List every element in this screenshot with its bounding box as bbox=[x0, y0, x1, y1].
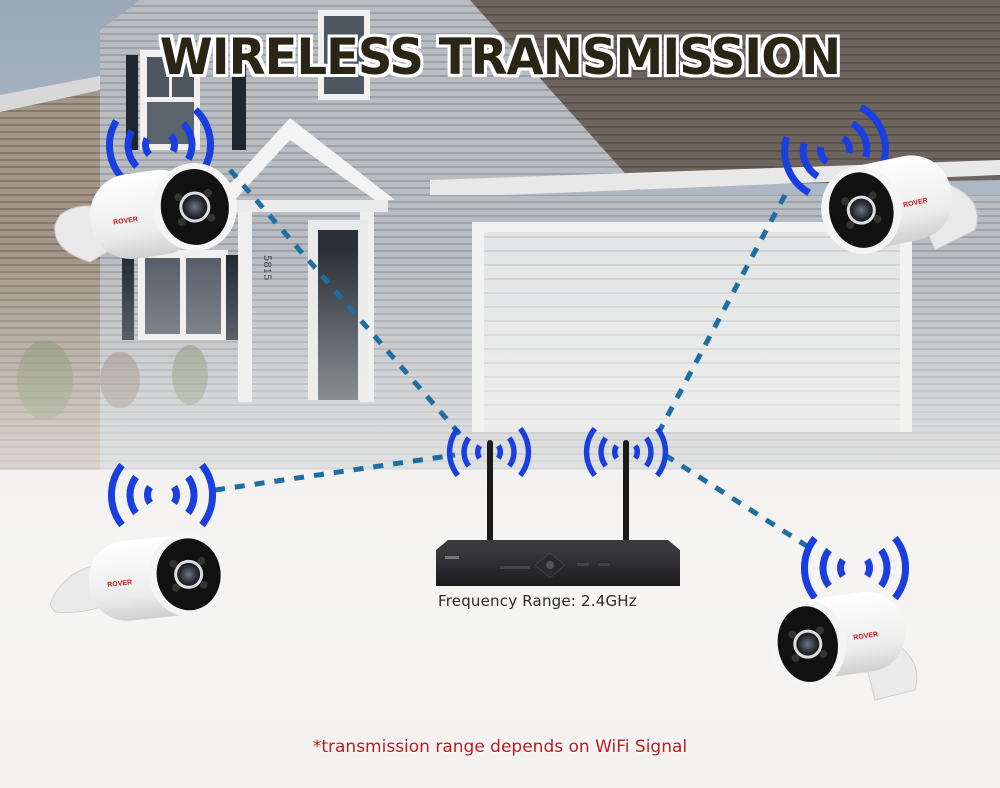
nvr-recorder bbox=[436, 440, 680, 586]
camera-top-right: ROVER bbox=[821, 155, 978, 254]
brand-logo: ROVER bbox=[853, 631, 879, 641]
camera-bottom-left: ROVER bbox=[49, 532, 229, 621]
wireless-links bbox=[214, 168, 812, 551]
house-roof bbox=[430, 0, 1000, 190]
link-bottom-right bbox=[663, 452, 812, 551]
fade-overlay bbox=[0, 250, 1000, 788]
wifi-signal-icon bbox=[781, 104, 889, 196]
camera-top-left: ROVER bbox=[54, 163, 237, 263]
wifi-signal-icon bbox=[107, 462, 217, 528]
wifi-signal-icon bbox=[106, 107, 214, 183]
link-bottom-left bbox=[214, 452, 456, 493]
camera-bottom-right: ROVER bbox=[769, 591, 918, 701]
antenna bbox=[623, 440, 629, 550]
antenna bbox=[487, 440, 493, 550]
wifi-signal-icon bbox=[583, 426, 669, 478]
page-title: WIRELESS TRANSMISSION bbox=[159, 28, 841, 86]
link-top-right bbox=[657, 193, 788, 432]
wifi-signal-icon bbox=[446, 426, 532, 478]
porch-gable bbox=[215, 118, 395, 200]
brand-logo: ROVER bbox=[107, 579, 133, 589]
footnote: *transmission range depends on WiFi Sign… bbox=[312, 737, 688, 757]
frequency-caption: Frequency Range: 2.4GHz bbox=[438, 592, 637, 610]
brand-logo: ROVER bbox=[113, 216, 139, 226]
wifi-signal-icon bbox=[800, 535, 910, 601]
